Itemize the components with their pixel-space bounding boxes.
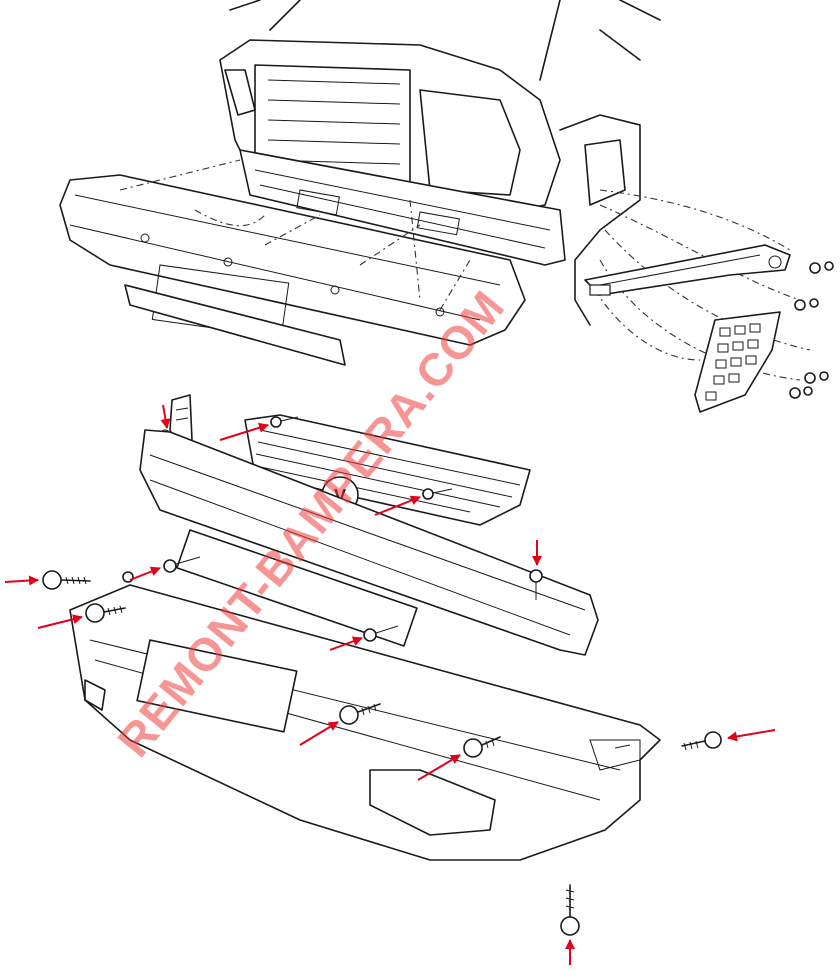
screw-icon: [560, 884, 580, 936]
front-bumper-assembly: [59, 174, 526, 366]
arrow-icon: [329, 636, 363, 651]
fasteners: [42, 416, 722, 936]
screw-icon: [85, 603, 126, 623]
arrow-icon: [4, 575, 39, 586]
screw-icon: [681, 731, 722, 751]
red-arrows: [4, 404, 776, 965]
arrow-icon: [219, 422, 269, 441]
retaining-clips: [789, 261, 834, 399]
arrow-icon: [374, 495, 421, 516]
arrow-icon: [417, 754, 461, 781]
screw-icon: [422, 488, 453, 500]
bumper-reinforcement-beam: [139, 429, 599, 656]
arrow-icon: [37, 614, 83, 629]
screw-icon: [339, 703, 381, 725]
arrow-icon: [160, 404, 171, 429]
arrow-icon: [727, 729, 776, 742]
screw-icon: [463, 736, 501, 758]
screw-icon: [270, 416, 299, 428]
screw-icon: [363, 625, 399, 642]
bumper-cover: [69, 584, 661, 861]
screw-icon: [163, 556, 201, 573]
arrow-icon: [129, 566, 161, 581]
screw-icon: [122, 571, 134, 583]
car-front-end: [219, 0, 661, 326]
side-bumper-bracket: [584, 244, 791, 296]
screw-icon: [42, 570, 91, 590]
side-grille-insert: [694, 311, 781, 413]
screw-icon: [529, 569, 543, 600]
arrow-icon: [299, 721, 339, 746]
